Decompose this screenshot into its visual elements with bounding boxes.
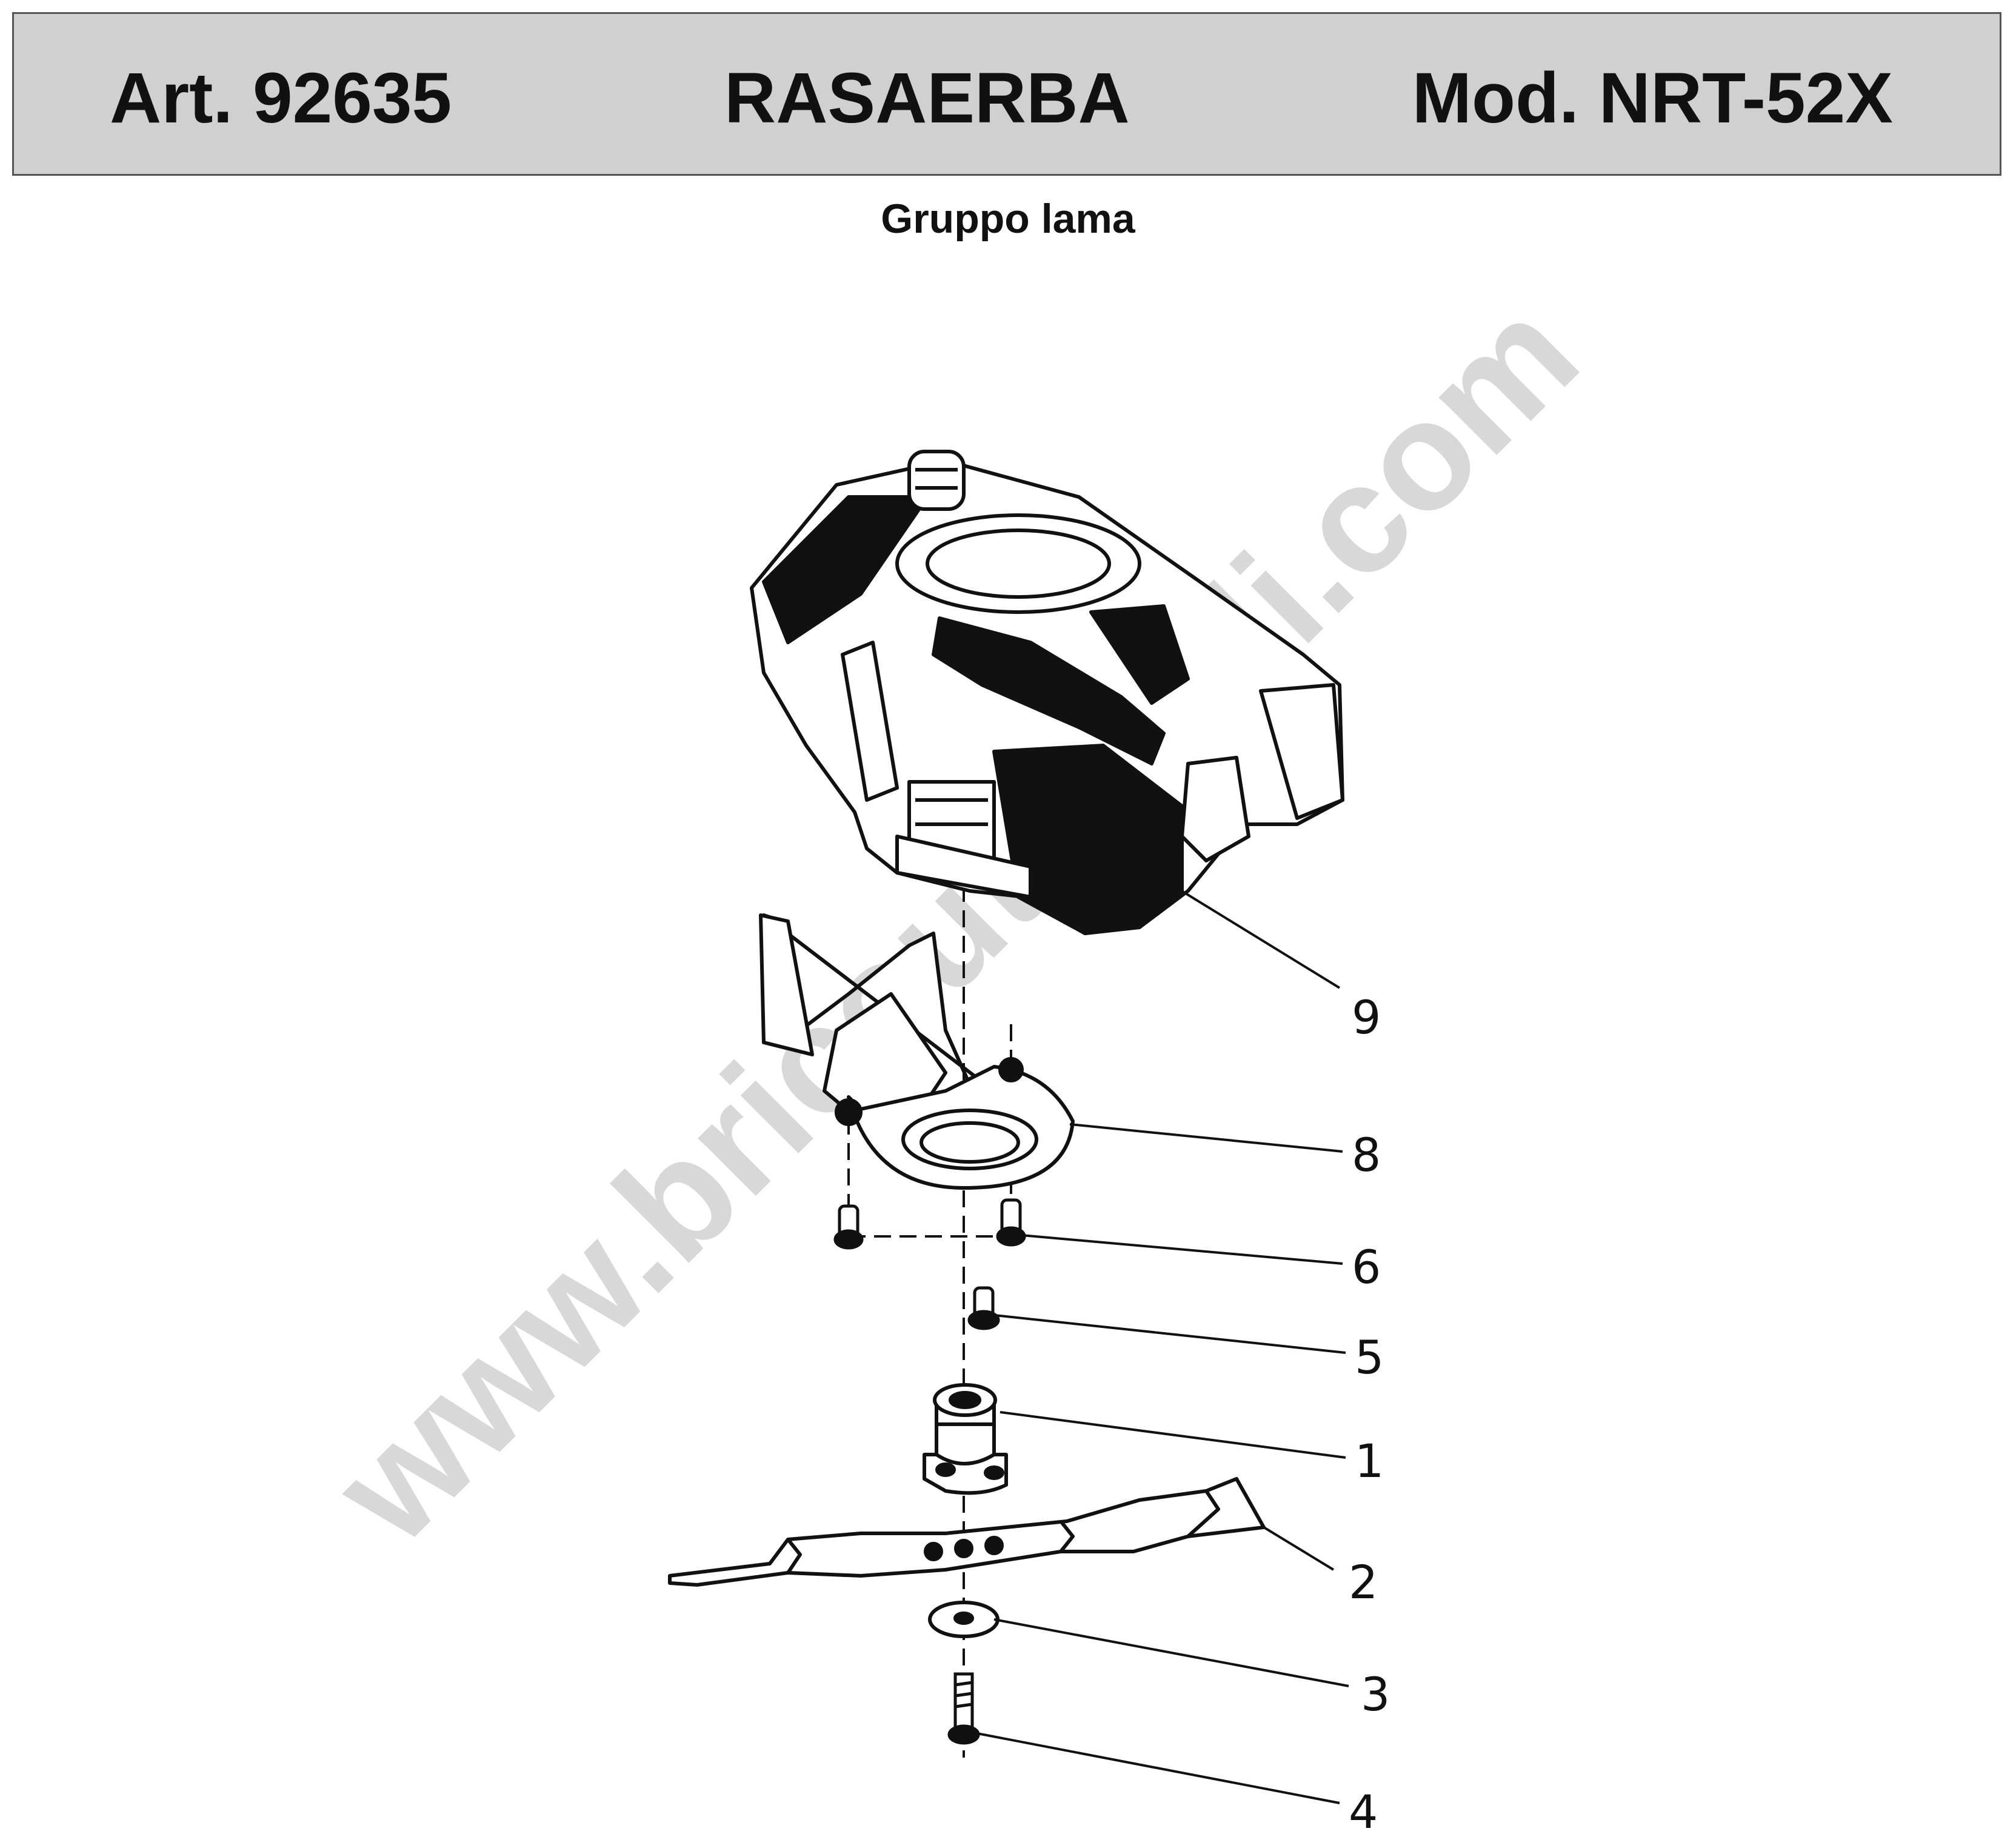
header-bar: Art. 92635 RASAERBA Mod. NRT-52X (12, 12, 2001, 176)
model-number: Mod. NRT-52X (1412, 58, 1893, 138)
blade-hub-drawing (923, 1383, 1008, 1495)
blade-bolt-drawing (947, 1672, 980, 1745)
guard-screws-drawing (833, 1198, 1026, 1250)
blade-guard-drawing (759, 913, 1075, 1190)
article-number: Art. 92635 (110, 58, 452, 138)
callout-numbers: 9 8 6 5 1 2 3 4 (1349, 990, 1390, 1837)
callout-4: 4 (1349, 1785, 1378, 1837)
hub-screw-drawing (967, 1286, 1000, 1330)
callout-9: 9 (1352, 990, 1381, 1044)
callout-1: 1 (1355, 1434, 1384, 1488)
callout-6: 6 (1352, 1240, 1381, 1294)
callout-8: 8 (1352, 1128, 1381, 1182)
callout-2: 2 (1349, 1555, 1378, 1609)
product-title: RASAERBA (724, 58, 1130, 138)
callout-5: 5 (1355, 1330, 1384, 1384)
engine-drawing (750, 450, 1344, 935)
callout-3: 3 (1361, 1667, 1390, 1721)
washer-drawing (928, 1601, 1000, 1638)
leader-lines (976, 881, 1349, 1804)
diagram-subtitle: Gruppo lama (881, 196, 1135, 242)
